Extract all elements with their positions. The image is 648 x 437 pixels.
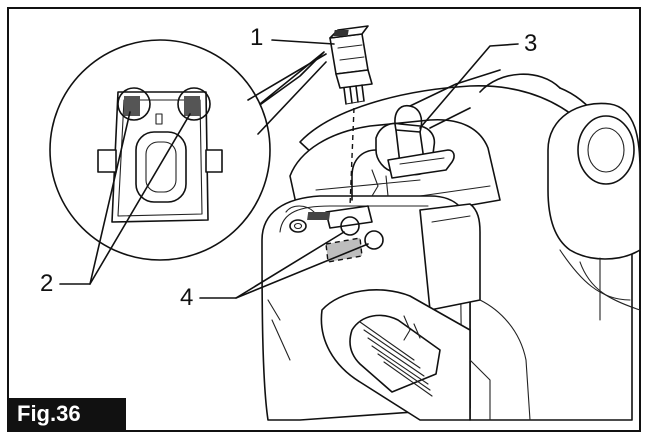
figure-label: Fig.36 xyxy=(9,398,126,430)
callout-4: 4 xyxy=(180,284,194,311)
marker-4-circle-b xyxy=(364,230,384,250)
machine-body xyxy=(261,73,641,421)
leader-lines xyxy=(59,39,519,299)
marker-4-circle-a xyxy=(340,216,360,236)
callout-2: 2 xyxy=(40,270,54,297)
connector-plug-part xyxy=(329,25,373,207)
magnified-detail-view xyxy=(49,39,327,261)
cable-hook-part xyxy=(351,69,501,201)
callout-1: 1 xyxy=(250,24,264,51)
callout-3: 3 xyxy=(524,30,538,57)
